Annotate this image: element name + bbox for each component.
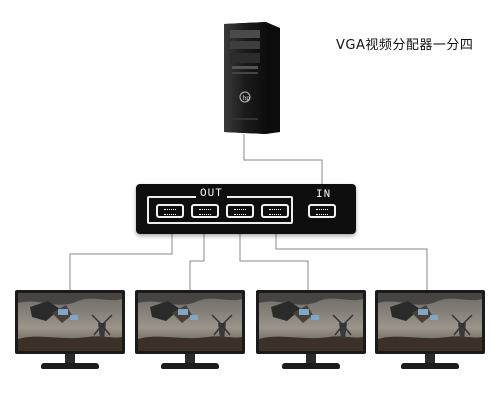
svg-text:hp: hp xyxy=(243,95,251,102)
vga-splitter-box: OUT IN xyxy=(136,184,356,234)
monitor-screen-image xyxy=(18,293,122,351)
monitor-screen-image xyxy=(259,293,363,351)
diagram-title: VGA视频分配器一分四 xyxy=(336,38,474,53)
monitor-screen xyxy=(135,290,245,354)
monitor-stand-base xyxy=(161,363,219,369)
monitor-screen xyxy=(375,290,485,354)
vga-out-port-1 xyxy=(156,204,184,218)
monitor-stand-neck xyxy=(65,354,75,364)
vga-in-port xyxy=(308,204,336,218)
out-label: OUT xyxy=(196,188,227,200)
monitor-4 xyxy=(375,290,485,376)
monitor-3 xyxy=(256,290,366,376)
vga-out-port-4 xyxy=(261,204,289,218)
monitor-2 xyxy=(135,290,245,376)
vga-out-port-2 xyxy=(191,204,219,218)
monitor-screen xyxy=(256,290,366,354)
monitor-stand-neck xyxy=(306,354,316,364)
monitor-stand-neck xyxy=(185,354,195,364)
computer-tower: hp xyxy=(218,22,282,134)
monitor-stand-base xyxy=(41,363,99,369)
in-label: IN xyxy=(316,189,332,201)
monitor-1 xyxy=(15,290,125,376)
monitor-screen-image xyxy=(138,293,242,351)
vga-out-port-3 xyxy=(226,204,254,218)
monitor-stand-base xyxy=(401,363,459,369)
monitor-stand-neck xyxy=(425,354,435,364)
monitor-stand-base xyxy=(282,363,340,369)
monitor-screen xyxy=(15,290,125,354)
monitor-screen-image xyxy=(378,293,482,351)
